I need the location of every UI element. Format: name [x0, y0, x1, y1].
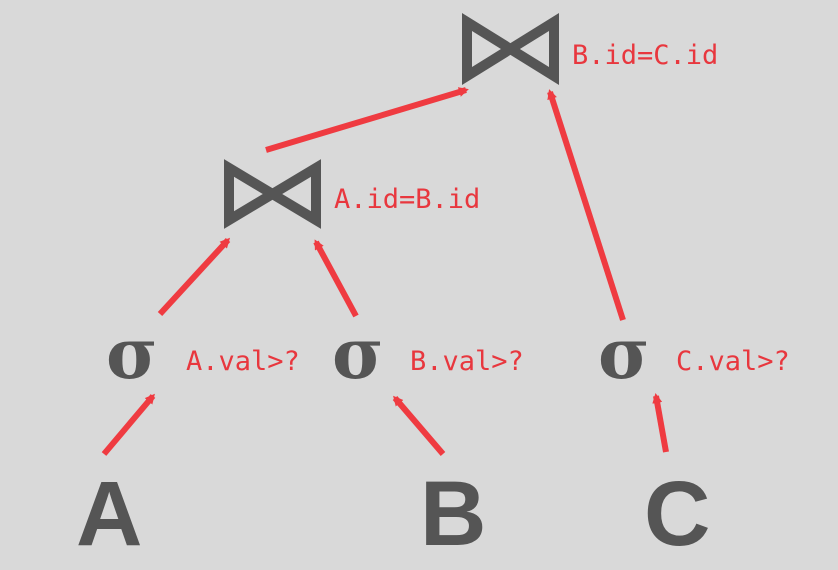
select-c-predicate: C.val>? — [676, 346, 790, 377]
sigma-icon: σ — [332, 312, 384, 395]
join-bc: B.id=C.id — [462, 13, 718, 85]
edge-select-a-to-join-ab — [157, 237, 231, 317]
select-a: σ A.val>? — [106, 312, 300, 395]
join-bc-predicate: B.id=C.id — [572, 40, 718, 71]
select-b-predicate: B.val>? — [410, 346, 524, 377]
edge-table-c-to-select-c — [652, 393, 669, 453]
edge-select-b-to-join-ab — [313, 239, 359, 318]
bowtie-join-icon — [462, 13, 559, 85]
edge-select-c-to-join-bc — [547, 89, 626, 321]
bowtie-join-icon — [224, 159, 321, 229]
table-a-label: A — [76, 463, 142, 565]
join-ab-predicate: A.id=B.id — [334, 184, 480, 215]
join-ab: A.id=B.id — [224, 159, 480, 229]
select-a-predicate: A.val>? — [186, 346, 300, 377]
edge-join-ab-to-join-bc — [265, 87, 469, 153]
edge-table-b-to-select-b — [392, 395, 446, 456]
table-c-label: C — [644, 463, 710, 565]
edges — [101, 87, 669, 456]
sigma-icon: σ — [106, 312, 158, 395]
sigma-icon: σ — [598, 312, 650, 395]
edge-table-a-to-select-a — [101, 393, 156, 456]
select-c: σ C.val>? — [598, 312, 790, 395]
select-b: σ B.val>? — [332, 312, 524, 395]
table-b-label: B — [420, 463, 486, 565]
